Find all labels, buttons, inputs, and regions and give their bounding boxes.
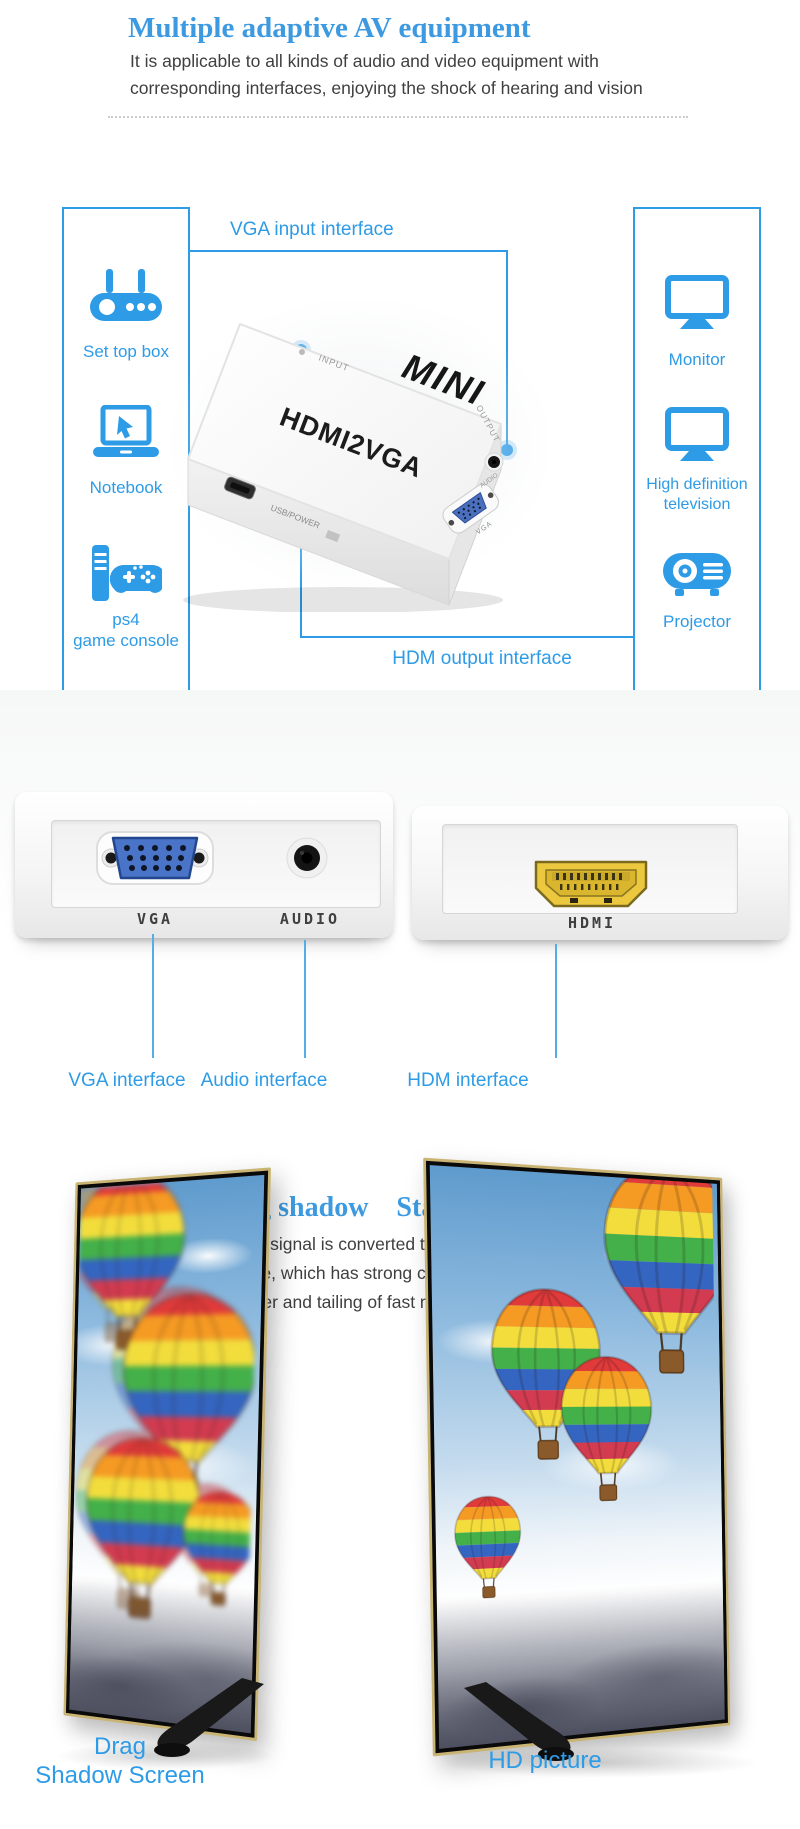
audio-engraving: AUDIO — [279, 910, 341, 928]
hd-picture-label: HD picture — [488, 1747, 602, 1774]
display-label-monitor: Monitor — [668, 350, 726, 369]
game-console-icon — [92, 545, 162, 601]
source-label-notebook: Notebook — [89, 478, 163, 497]
notebook-icon — [93, 405, 159, 457]
drag-shadow-label: Drag Shadow Screen — [35, 1733, 205, 1789]
hdmi-interface-label: HDM interface — [407, 1070, 529, 1091]
hdmi-side-photo: HDMI — [412, 806, 788, 940]
converter-device-photo: INPUT MINI HDMI2VGA OUTPUT USB/POWER VGA — [183, 323, 504, 612]
vga-side-photo: VGA AUDIO — [15, 792, 393, 938]
hd-picture-screen — [429, 1165, 725, 1749]
source-label-console: ps4 game console — [73, 610, 179, 650]
intro-title: Multiple adaptive AV equipment — [128, 12, 531, 44]
display-label-hdtv: High definition television — [646, 476, 748, 513]
vga-pointer-line — [152, 934, 154, 1058]
hdtv-icon — [665, 407, 729, 461]
device-usb-port — [224, 476, 256, 500]
audio-jack — [286, 837, 328, 879]
hdmi-output-callout-label: HDM output interface — [392, 648, 572, 669]
audio-pointer-line — [304, 940, 306, 1058]
drag-shadow-screen — [69, 1174, 265, 1734]
vga-port — [96, 831, 214, 885]
drag-shadow-tv — [63, 1167, 271, 1742]
display-label-projector: Projector — [662, 612, 732, 631]
displays-box: Monitor High definition television Proje… — [633, 207, 761, 692]
monitor-icon — [665, 275, 729, 329]
intro-body: It is applicable to all kinds of audio a… — [130, 51, 643, 98]
hdmi-pointer-line — [555, 944, 557, 1058]
right-tv-stand — [464, 1682, 574, 1761]
hdmi-engraving: HDMI — [567, 914, 617, 932]
vga-callout-line-h — [188, 250, 508, 252]
left-tv-stand — [154, 1678, 264, 1757]
set-top-box-icon — [90, 269, 162, 321]
audio-interface-label: Audio interface — [200, 1070, 328, 1091]
device-audio-jack — [484, 452, 504, 472]
source-label-settopbox: Set top box — [82, 342, 169, 361]
vga-engraving: VGA — [136, 910, 174, 928]
hdmi-port — [534, 860, 648, 908]
hdmi-callout-line-h — [300, 636, 633, 638]
hd-picture-tv — [423, 1157, 731, 1757]
vga-input-callout-label: VGA input interface — [230, 219, 394, 240]
vga-interface-label: VGA interface — [68, 1070, 186, 1091]
right-tv-floor-shadow — [440, 1748, 760, 1778]
projector-icon — [663, 553, 731, 596]
dotted-separator — [108, 116, 688, 118]
